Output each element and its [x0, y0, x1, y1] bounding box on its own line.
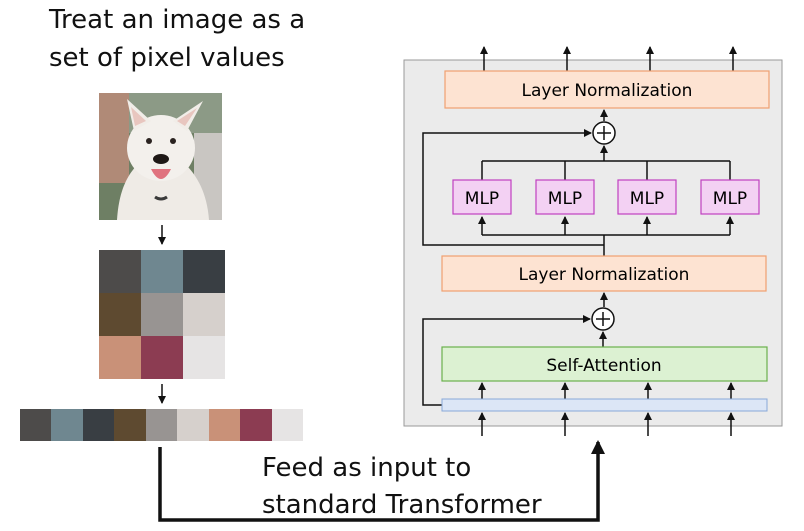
pixel-cell: [183, 250, 225, 293]
pixel-cell: [141, 293, 183, 336]
residual-skip-top: [422, 129, 604, 246]
layer-norm-top-label: Layer Normalization: [522, 81, 693, 101]
mlp-label: MLP: [465, 189, 499, 209]
pixel-cell: [141, 250, 183, 293]
image-caption-line1: Treat an image as a: [49, 5, 306, 35]
pixel-cell: [99, 250, 141, 293]
pixel-cell: [99, 336, 141, 379]
pixel-grid: [99, 250, 225, 379]
pixel-cell: [183, 336, 225, 379]
mlp-label: MLP: [630, 189, 664, 209]
pixel-sequence-cell: [208, 409, 241, 441]
mlp-block-1: MLP: [452, 179, 512, 215]
mlp-label: MLP: [713, 189, 747, 209]
pixel-cell: [141, 336, 183, 379]
pixel-sequence-cell: [177, 409, 209, 441]
pixel-sequence-cell: [114, 409, 146, 441]
pixel-cell: [99, 293, 141, 336]
image-caption-line2: set of pixel values: [49, 43, 285, 73]
mlp-block-2: MLP: [535, 179, 595, 215]
pixel-sequence: [20, 409, 303, 441]
layer-norm-mid-box: [441, 255, 767, 292]
layer-norm-mid-label: Layer Normalization: [519, 265, 690, 285]
attention-input-arrows: [478, 382, 735, 399]
layer-norm-top-box: [444, 70, 770, 109]
pixel-sequence-cell: [82, 409, 115, 441]
mlp-block-3: MLP: [617, 179, 677, 215]
pixel-sequence-cell: [271, 409, 303, 441]
pixel-cell: [183, 293, 225, 336]
dog-photo: [99, 93, 222, 220]
mlp-label: MLP: [548, 189, 582, 209]
feed-caption-line2: standard Transformer: [262, 490, 542, 520]
self-attention-label: Self-Attention: [546, 356, 661, 376]
feed-caption-line1: Feed as input to: [262, 453, 472, 483]
feed-connector-arrow: [158, 440, 605, 522]
input-embedding-bar: [441, 398, 768, 412]
self-attention-box: [441, 346, 768, 382]
residual-skip-bottom: [422, 315, 591, 406]
pixel-sequence-cell: [51, 409, 83, 441]
mlp-block-4: MLP: [700, 179, 760, 215]
output-arrows: [480, 46, 737, 71]
pixel-sequence-cell: [20, 409, 52, 441]
pixel-sequence-cell: [240, 409, 272, 441]
input-arrows: [478, 412, 735, 436]
pixel-sequence-cell: [145, 409, 178, 441]
